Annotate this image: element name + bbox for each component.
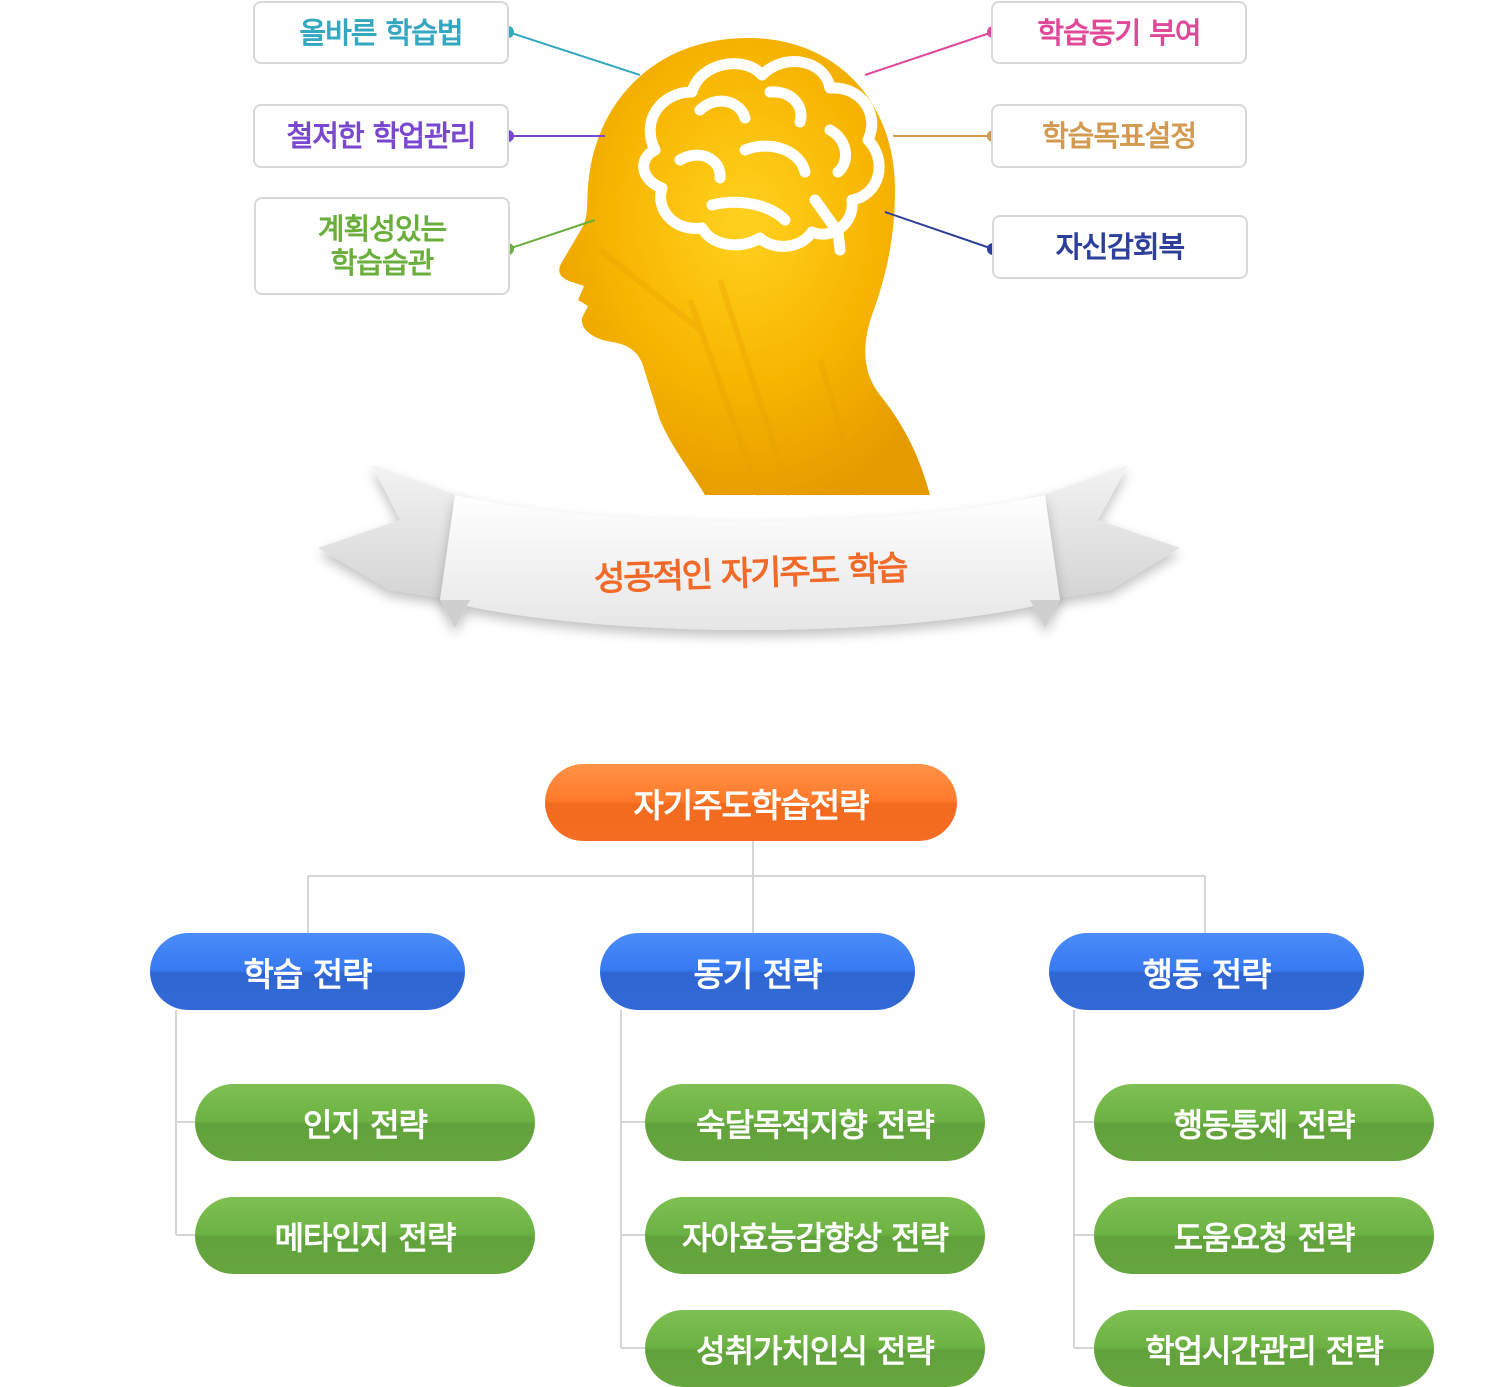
leaf-cognitive-strategy: 인지 전략 (195, 1084, 535, 1161)
leaf-mastery-goal-strategy: 숙달목적지향 전략 (645, 1084, 985, 1161)
category-motivation-strategy: 동기 전략 (600, 933, 915, 1010)
factor-correct-study-method: 올바른 학습법 (253, 1, 509, 64)
brain-icon (638, 56, 885, 256)
factor-confidence-recovery: 자신감회복 (992, 215, 1248, 279)
leaf-metacognitive-strategy: 메타인지 전략 (195, 1197, 535, 1274)
category-learning-strategy: 학습 전략 (150, 933, 465, 1010)
factor-connectors (507, 31, 994, 250)
tree-root-node: 자기주도학습전략 (545, 764, 957, 841)
factor-study-motivation: 학습동기 부여 (991, 1, 1247, 64)
factor-planned-study-habits: 계획성있는 학습습관 (254, 197, 510, 295)
leaf-achievement-value-strategy: 성취가치인식 전략 (645, 1310, 985, 1387)
ribbon-banner-icon (440, 495, 1060, 630)
category-behavior-strategy: 행동 전략 (1049, 933, 1364, 1010)
factor-study-goal-setting: 학습목표설정 (991, 104, 1247, 168)
factor-thorough-academic-management: 철저한 학업관리 (253, 104, 509, 168)
leaf-help-seeking-strategy: 도움요청 전략 (1094, 1197, 1434, 1274)
leaf-study-time-management-strategy: 학업시간관리 전략 (1094, 1310, 1434, 1387)
leaf-behavior-control-strategy: 행동통제 전략 (1094, 1084, 1434, 1161)
leaf-self-efficacy-strategy: 자아효능감향상 전략 (645, 1197, 985, 1274)
ribbon-tails (318, 465, 1180, 600)
tree-connectors (175, 841, 1206, 1349)
